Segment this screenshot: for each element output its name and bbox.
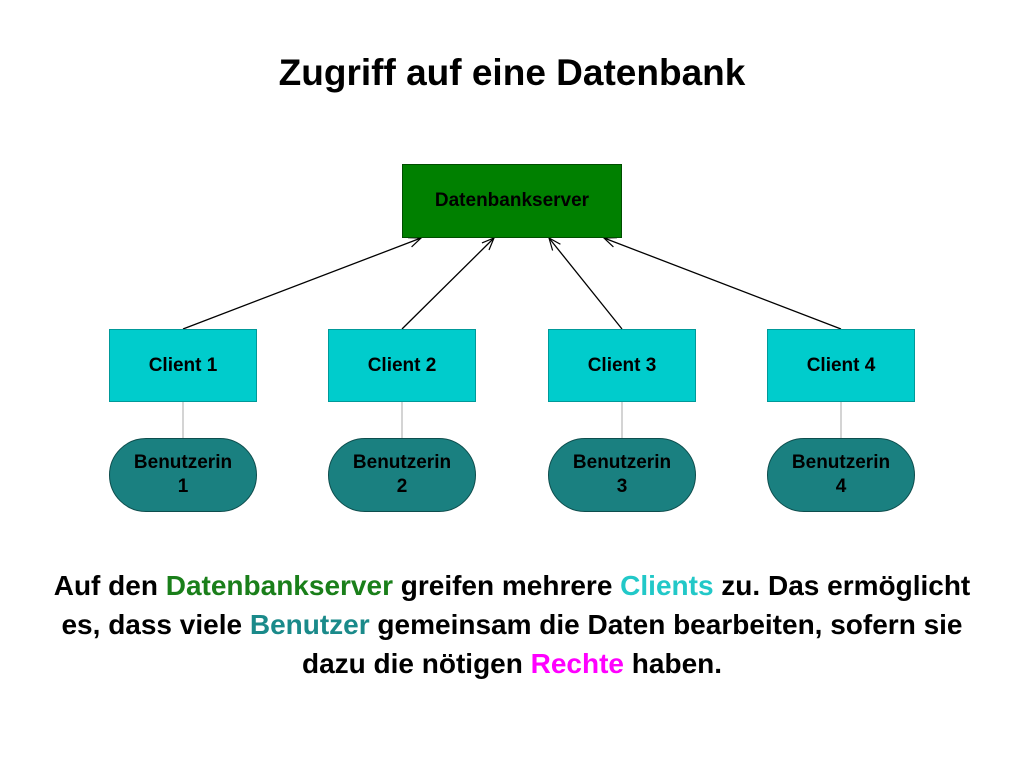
user-label-4: Benutzerin 4	[791, 452, 891, 497]
client-label-3: Client 3	[587, 354, 657, 376]
caption-part-2: greifen mehrere	[392, 570, 621, 601]
caption-highlight-server: Datenbankserver	[165, 570, 393, 601]
database-server-node: Datenbankserver	[402, 164, 622, 238]
caption-part-5: haben.	[624, 648, 723, 679]
caption-highlight-clients: Clients	[620, 570, 714, 601]
client-label-4: Client 4	[806, 354, 876, 376]
caption-highlight-users: Benutzer	[249, 609, 370, 640]
user-node-3: Benutzerin 3	[548, 438, 696, 512]
caption-part-3: zu. Das ermöglicht es, dass viele	[61, 570, 971, 640]
arrow-client3-to-server	[549, 238, 623, 330]
arrow-client4-to-server	[604, 238, 842, 330]
user-label-2: Benutzerin 2	[352, 452, 452, 497]
user-label-3: Benutzerin 3	[572, 452, 672, 497]
client-label-2: Client 2	[367, 354, 437, 376]
user-node-4: Benutzerin 4	[767, 438, 915, 512]
user-node-1: Benutzerin 1	[109, 438, 257, 512]
caption-text: Auf den Datenbankserver greifen mehrere …	[40, 566, 984, 683]
client-node-3: Client 3	[548, 329, 696, 402]
arrow-client2-to-server	[401, 238, 494, 330]
client-label-1: Client 1	[148, 354, 218, 376]
slide-title: Zugriff auf eine Datenbank	[278, 52, 746, 93]
arrow-client1-to-server	[182, 238, 421, 330]
client-node-4: Client 4	[767, 329, 915, 402]
caption-part-4: gemeinsam die Daten bearbeiten, sofern s…	[301, 609, 963, 679]
database-server-label: Datenbankserver	[434, 190, 590, 211]
user-node-2: Benutzerin 2	[328, 438, 476, 512]
user-label-1: Benutzerin 1	[133, 452, 233, 497]
caption-highlight-rights: Rechte	[530, 648, 625, 679]
client-node-1: Client 1	[109, 329, 257, 402]
caption-part-1: Auf den	[53, 570, 166, 601]
client-node-2: Client 2	[328, 329, 476, 402]
